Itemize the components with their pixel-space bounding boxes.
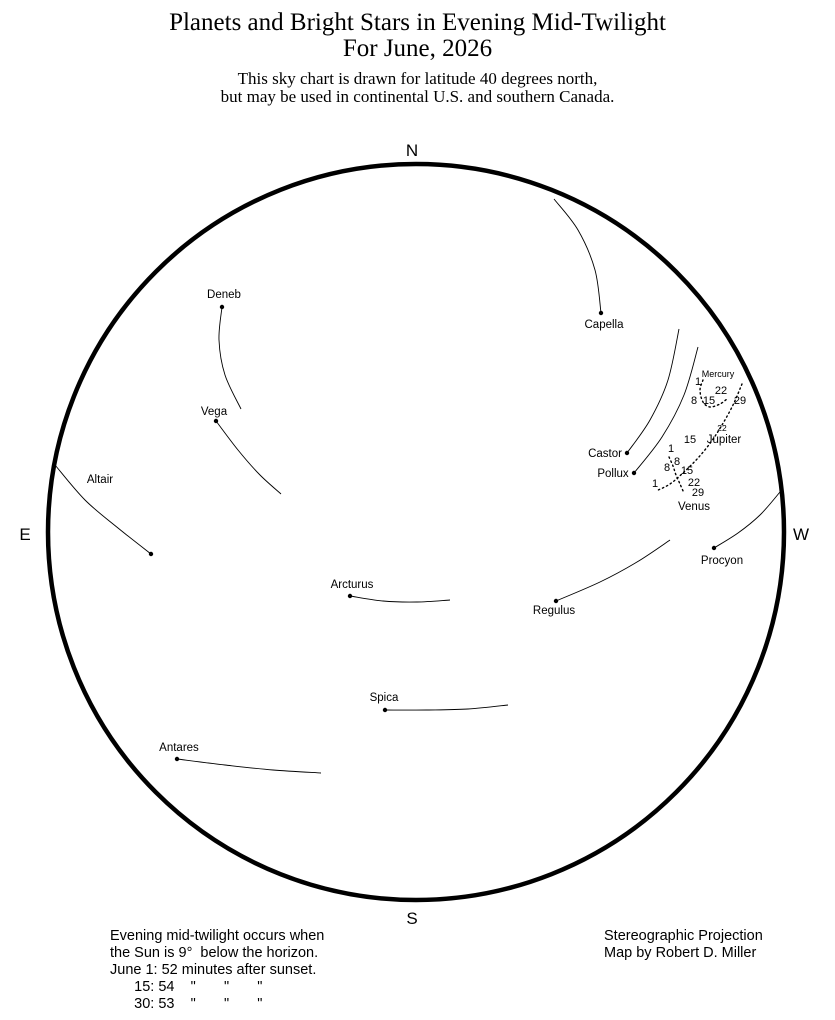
date-label-venus-29: 29 xyxy=(692,487,704,499)
star-label-regulus: Regulus xyxy=(533,605,575,617)
star-deneb: Deneb xyxy=(207,289,242,410)
planet-label-venus: Venus xyxy=(678,501,710,513)
date-label-venus-8: 8 xyxy=(674,456,680,468)
star-dot-pollux xyxy=(631,470,637,476)
star-spica: Spica xyxy=(370,692,509,713)
date-label-mercury-22: 22 xyxy=(715,385,727,397)
star-arcturus: Arcturus xyxy=(331,579,451,603)
star-dot-regulus xyxy=(553,598,559,604)
planet-label-jupiter: Jupiter xyxy=(707,434,742,446)
twilight-note-line-2: the Sun is 9° below the horizon. xyxy=(110,945,319,961)
twilight-note-line-3: June 1: 52 minutes after sunset. xyxy=(110,962,317,978)
star-track-deneb xyxy=(218,306,242,410)
credit-line-2: Map by Robert D. Miller xyxy=(604,945,757,961)
star-label-deneb: Deneb xyxy=(207,289,241,301)
star-dot-spica xyxy=(382,707,388,713)
date-label-venus-1: 1 xyxy=(668,443,674,455)
star-label-spica: Spica xyxy=(370,692,399,704)
date-label-mercury-15: 15 xyxy=(703,395,715,407)
twilight-note-line-1: Evening mid-twilight occurs when xyxy=(110,928,325,944)
star-track-capella xyxy=(553,198,602,314)
chart-subtitle-line2: but may be used in continental U.S. and … xyxy=(220,87,615,106)
star-track-spica xyxy=(384,704,509,711)
star-castor: Castor xyxy=(588,328,680,460)
chart-title-line2: For June, 2026 xyxy=(342,35,493,62)
star-track-pollux xyxy=(633,346,699,474)
planet-path-jupiter xyxy=(655,383,743,492)
star-pollux: Pollux xyxy=(597,346,699,480)
compass-east: E xyxy=(19,525,30,544)
date-label-jupiter-8: 8 xyxy=(664,462,670,474)
horizon-circle xyxy=(45,161,787,903)
date-label-mercury-1: 1 xyxy=(695,376,701,388)
star-dot-antares xyxy=(174,756,180,762)
date-label-venus-15: 15 xyxy=(681,465,693,477)
star-antares: Antares xyxy=(159,742,322,774)
chart-title-line1: Planets and Bright Stars in Evening Mid-… xyxy=(169,9,666,36)
star-dot-deneb xyxy=(219,304,225,310)
star-track-altair xyxy=(54,464,152,555)
star-label-vega: Vega xyxy=(201,406,228,418)
star-track-vega xyxy=(215,420,282,495)
star-dot-procyon xyxy=(711,545,717,551)
compass-west: W xyxy=(793,525,809,544)
star-label-antares: Antares xyxy=(159,742,199,754)
star-track-regulus xyxy=(555,539,671,602)
chart-subtitle-line1: This sky chart is drawn for latitude 40 … xyxy=(237,69,598,88)
star-vega: Vega xyxy=(201,406,282,495)
star-altair: Altair xyxy=(54,464,154,557)
planet-label-mercury: Mercury xyxy=(702,369,735,379)
star-dot-capella xyxy=(598,310,604,316)
star-track-antares xyxy=(176,758,322,774)
star-label-capella: Capella xyxy=(585,319,625,331)
credit-line-1: Stereographic Projection xyxy=(604,928,763,944)
star-label-arcturus: Arcturus xyxy=(331,579,374,591)
star-procyon: Procyon xyxy=(701,491,781,567)
date-label-jupiter-15: 15 xyxy=(684,434,696,446)
star-dot-altair xyxy=(148,551,154,557)
date-label-mercury-8: 8 xyxy=(691,395,697,407)
planet-path-mercury xyxy=(699,379,728,408)
date-label-venus-22: 22 xyxy=(688,477,700,489)
star-dot-arcturus xyxy=(347,593,353,599)
twilight-note-line-5: 30: 53 " " " xyxy=(110,996,263,1012)
star-track-arcturus xyxy=(349,595,451,603)
star-track-procyon xyxy=(713,491,781,549)
date-label-jupiter-1: 1 xyxy=(652,478,658,490)
star-track-castor xyxy=(626,328,680,454)
star-dot-vega xyxy=(213,418,219,424)
compass-south: S xyxy=(406,909,417,928)
star-label-castor: Castor xyxy=(588,448,622,460)
compass-north: N xyxy=(406,141,418,160)
star-dot-castor xyxy=(624,450,630,456)
star-capella: Capella xyxy=(553,198,625,331)
star-regulus: Regulus xyxy=(533,539,671,617)
star-label-altair: Altair xyxy=(87,474,113,486)
star-label-pollux: Pollux xyxy=(597,468,629,480)
date-label-mercury-29: 29 xyxy=(734,395,746,407)
planet-path-venus xyxy=(668,456,685,494)
date-label-jupiter-22: 22 xyxy=(717,423,727,433)
twilight-note-line-4: 15: 54 " " " xyxy=(110,979,263,995)
star-label-procyon: Procyon xyxy=(701,555,743,567)
